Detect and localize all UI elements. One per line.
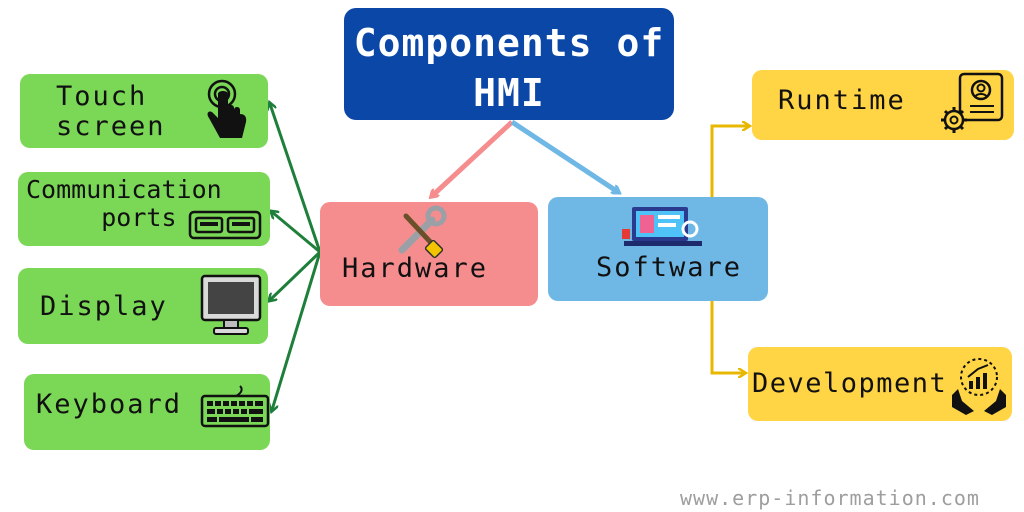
display-label: Display	[40, 291, 168, 322]
keyboard-label: Keyboard	[36, 389, 183, 420]
runtime-label: Runtime	[778, 85, 906, 116]
gear-profile-icon	[941, 72, 1004, 133]
monitor-icon	[200, 274, 262, 335]
runtime-node: Runtime	[752, 70, 1014, 140]
hardware-to-keyboard-arrow	[272, 251, 322, 410]
usb-ports-icon	[188, 210, 262, 240]
title-to-hardware-arrow	[432, 120, 514, 196]
keyboard-icon	[200, 385, 270, 428]
title-label: Components of HMI	[353, 21, 665, 115]
development-label: Development	[752, 368, 948, 399]
touch-screen-node: Touch screen	[20, 74, 268, 148]
communication-ports-label: Communication ports	[26, 175, 222, 232]
hardware-node: Hardware	[320, 202, 538, 306]
software-label: Software	[596, 252, 743, 283]
title-node: Components of HMI	[344, 8, 674, 120]
display-node: Display	[18, 268, 268, 344]
software-to-development-arrow	[710, 301, 744, 373]
software-to-runtime-arrow	[710, 126, 748, 197]
development-node: Development	[748, 347, 1012, 421]
title-to-software-arrow	[510, 119, 618, 192]
hardware-to-touch-arrow	[270, 104, 322, 253]
hand-tap-icon	[207, 79, 247, 138]
communication-ports-node: Communication ports	[18, 172, 270, 246]
software-node: Software	[548, 197, 768, 301]
software-screen-icon	[622, 207, 702, 246]
wrench-screwdriver-icon	[398, 205, 447, 259]
hardware-to-comm-arrow	[272, 212, 321, 254]
hardware-to-display-arrow	[270, 250, 322, 300]
keyboard-node: Keyboard	[24, 374, 270, 450]
hands-growth-icon	[952, 358, 1006, 415]
hardware-label: Hardware	[342, 253, 489, 284]
watermark: www.erp-information.com	[680, 486, 980, 510]
touch-screen-label: Touch screen	[56, 81, 166, 142]
